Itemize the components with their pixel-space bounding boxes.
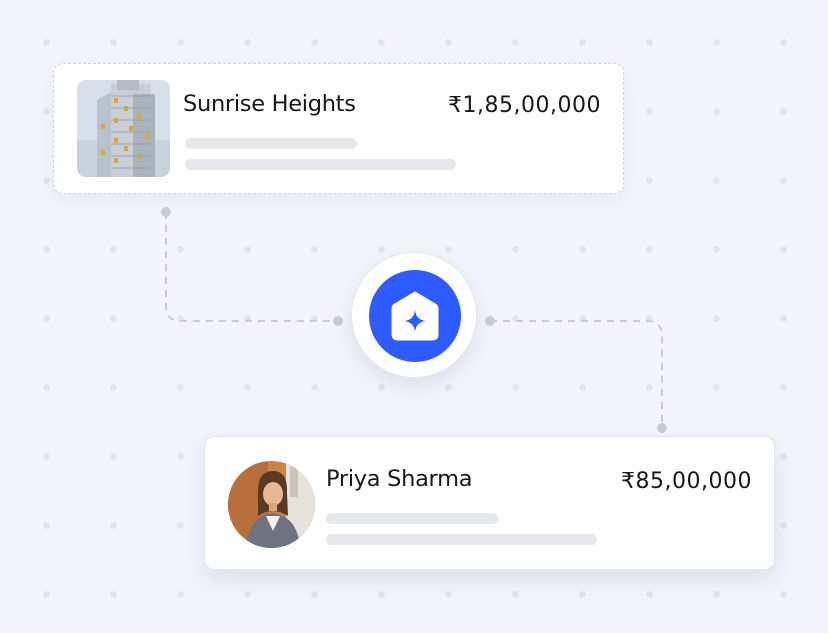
connector-left (165, 212, 338, 322)
building-photo (77, 80, 170, 177)
person-avatar-photo (228, 461, 315, 548)
skeleton-line (326, 534, 597, 545)
connector-dot (333, 316, 343, 326)
home-sparkle-logo-icon (369, 270, 461, 362)
connector-right (490, 320, 663, 428)
property-price: ₹1,85,00,000 (448, 93, 601, 118)
skeleton-line (185, 159, 456, 170)
connector-dot (161, 207, 171, 217)
property-card[interactable]: Sunrise Heights ₹1,85,00,000 (53, 63, 624, 194)
connector-dot (485, 316, 495, 326)
property-name: Sunrise Heights (183, 91, 356, 117)
buyer-card[interactable]: Priya Sharma ₹85,00,000 (204, 436, 775, 570)
connector-dot (657, 423, 667, 433)
buyer-price: ₹85,00,000 (621, 469, 752, 494)
buyer-name: Priya Sharma (326, 466, 473, 492)
hub-logo (351, 252, 477, 378)
skeleton-line (326, 513, 498, 524)
skeleton-line (185, 138, 357, 149)
